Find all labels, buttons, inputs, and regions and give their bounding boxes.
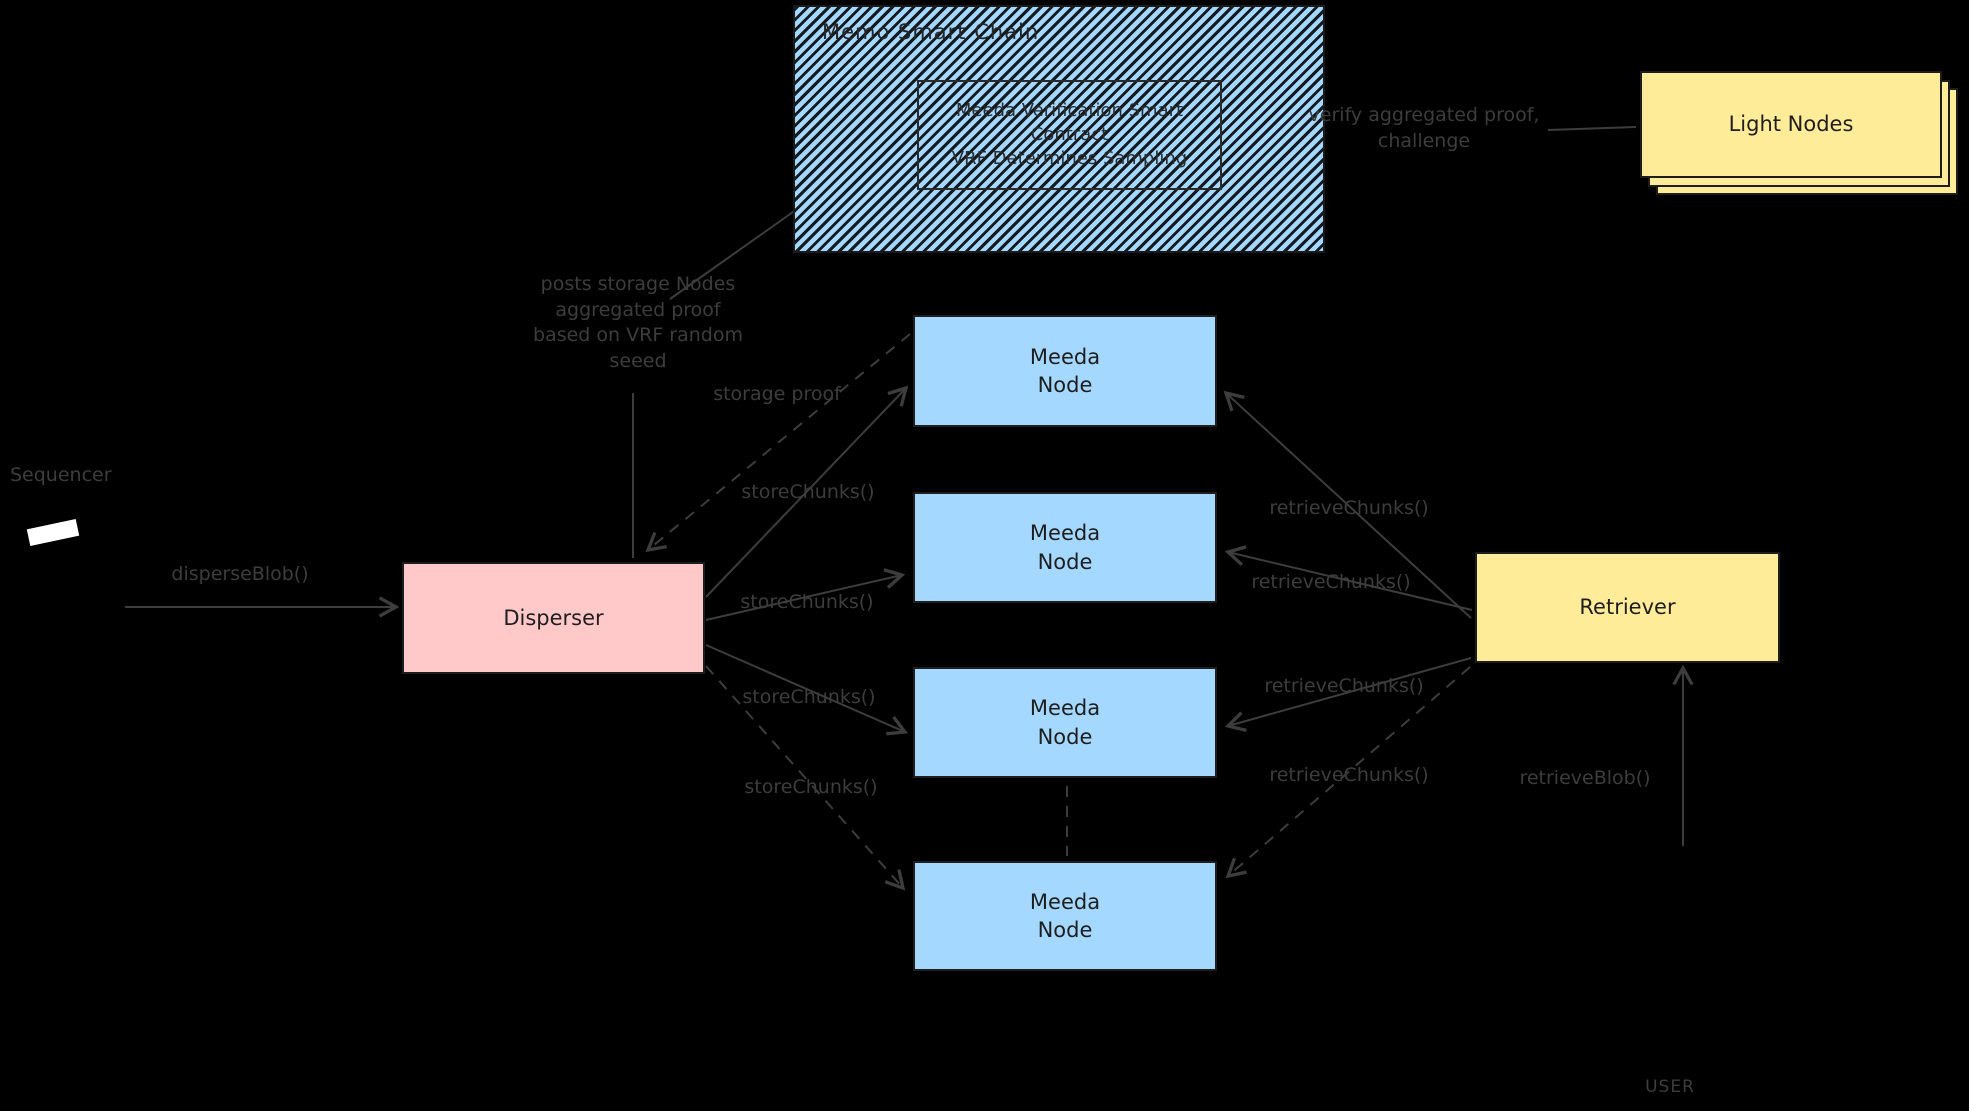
retrieve-chunks-label-4: retrieveChunks() [1269, 764, 1429, 786]
meeda-node-2: Meeda Node [913, 492, 1217, 603]
retrieve-chunks-label-3: retrieveChunks() [1264, 675, 1424, 697]
verify-proof-label: verify aggregated proof, challenge [1308, 104, 1540, 152]
retrieve-chunks-label-2: retrieveChunks() [1251, 571, 1411, 593]
storage-proof-label: storage proof [713, 383, 841, 405]
store-chunks-label-1: storeChunks() [741, 481, 875, 503]
retriever-box: Retriever [1475, 552, 1780, 663]
disperse-blob-label: disperseBlob() [171, 563, 309, 585]
retrieve-blob-label: retrieveBlob() [1519, 767, 1651, 789]
posts-proof-label: posts storage Nodes aggregated proof bas… [533, 273, 743, 372]
user-label: USER [1645, 1077, 1695, 1097]
memo-smart-chain-frame: Memo Smart Chain Meeda Verification Smar… [793, 5, 1325, 253]
sequencer-label: Sequencer [10, 464, 112, 486]
memo-smart-chain-title: Memo Smart Chain [822, 20, 1040, 44]
light-nodes-box: Light Nodes [1640, 71, 1942, 178]
store-chunks-label-2: storeChunks() [740, 591, 874, 613]
sequencer-icon [26, 518, 80, 547]
verification-contract-box: Meeda Verification Smart Contract VRF De… [917, 80, 1222, 190]
store-chunks-label-3: storeChunks() [742, 686, 876, 708]
meeda-node-3: Meeda Node [913, 667, 1217, 778]
store-chunks-label-4: storeChunks() [744, 776, 878, 798]
edge-light-nodes-link [1547, 126, 1637, 131]
meeda-node-1: Meeda Node [913, 315, 1217, 427]
meeda-node-4: Meeda Node [913, 861, 1217, 971]
retrieve-chunks-label-1: retrieveChunks() [1269, 497, 1429, 519]
disperser-box: Disperser [402, 562, 705, 674]
